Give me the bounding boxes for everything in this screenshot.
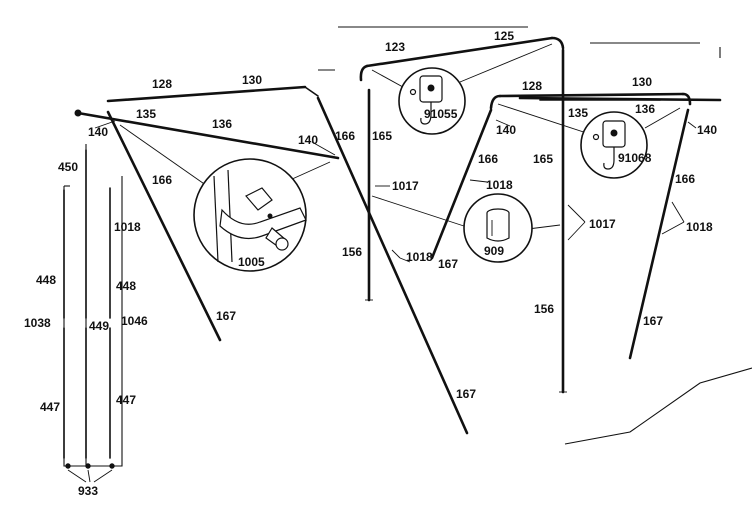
part-label: 167 (456, 387, 476, 401)
part-label: 1038 (24, 316, 51, 330)
part-label: 448 (36, 273, 56, 287)
part-label: 140 (496, 123, 516, 137)
part-label: 448 (116, 279, 136, 293)
right-frame (391, 92, 722, 360)
part-label: 140 (88, 125, 108, 139)
part-label: 165 (372, 129, 392, 143)
part-label: 909 (484, 244, 504, 258)
part-label: 449 (89, 319, 109, 333)
part-label: 91068 (618, 151, 652, 165)
part-label: 167 (216, 309, 236, 323)
part-label: 1018 (686, 220, 713, 234)
part-label: 130 (632, 75, 652, 89)
part-label: 1017 (392, 179, 419, 193)
part-label: 135 (136, 107, 156, 121)
part-label: 165 (533, 152, 553, 166)
part-label: 136 (212, 117, 232, 131)
part-label: 1017 (589, 217, 616, 231)
part-label: 91055 (424, 107, 458, 121)
detail-circle-91055 (398, 67, 466, 135)
part-label: 933 (78, 484, 98, 498)
part-label: 1018 (114, 220, 141, 234)
part-label: 123 (385, 40, 405, 54)
part-label: 447 (40, 400, 60, 414)
part-label: 156 (342, 245, 362, 259)
detail-circle-91068 (580, 111, 648, 179)
part-label: 156 (534, 302, 554, 316)
part-label: 128 (522, 79, 542, 93)
detail-circle-909 (463, 193, 533, 263)
part-label: 140 (298, 133, 318, 147)
part-label: 136 (635, 102, 655, 116)
left-frame (74, 85, 469, 435)
part-label: 166 (335, 129, 355, 143)
part-label: 1046 (121, 314, 148, 328)
part-label: 130 (242, 73, 262, 87)
part-label: 1005 (238, 255, 265, 269)
part-labels: 128 130 135 136 140 140 166 166 450 1018… (24, 29, 717, 498)
part-label: 166 (478, 152, 498, 166)
part-label: 450 (58, 160, 78, 174)
part-label: 128 (152, 77, 172, 91)
part-label: 167 (438, 257, 458, 271)
part-label: 1018 (486, 178, 513, 192)
background-lines (318, 26, 752, 445)
middle-frame (359, 36, 567, 394)
part-label: 135 (568, 106, 588, 120)
detail-circle-1005 (193, 158, 307, 272)
part-label: 447 (116, 393, 136, 407)
part-label: 166 (675, 172, 695, 186)
part-label: 140 (697, 123, 717, 137)
part-label: 1018 (406, 250, 433, 264)
part-label: 166 (152, 173, 172, 187)
part-label: 167 (643, 314, 663, 328)
spare-stakes (63, 144, 123, 483)
part-label: 125 (494, 29, 514, 43)
